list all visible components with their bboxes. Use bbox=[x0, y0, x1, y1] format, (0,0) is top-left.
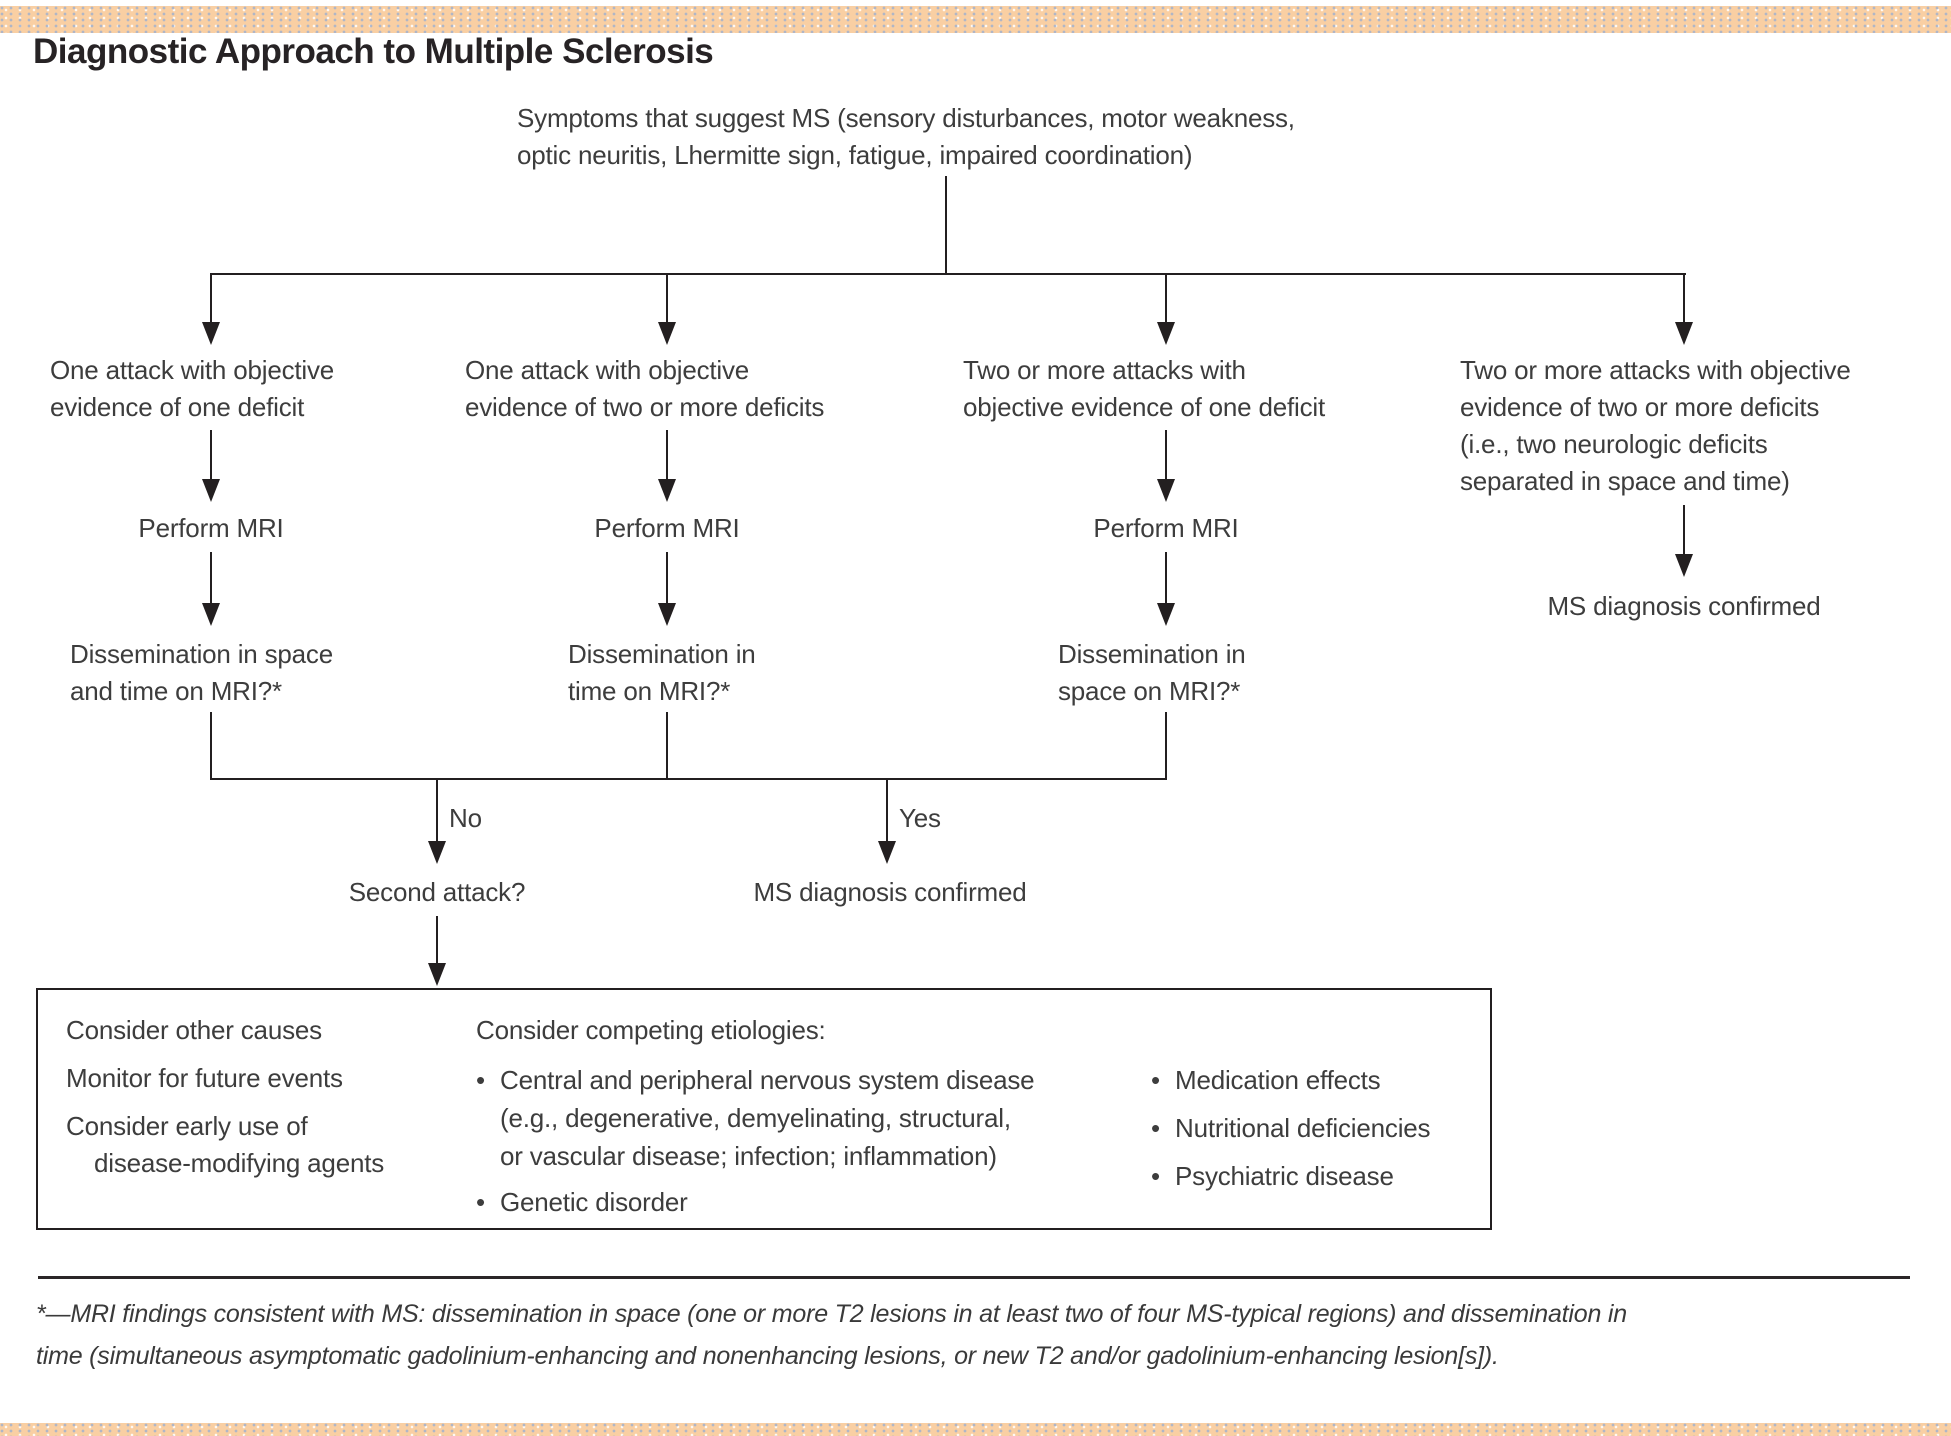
flow-root-node: Symptoms that suggest MS (sensory distur… bbox=[517, 100, 1295, 174]
followup-box bbox=[36, 988, 1492, 1230]
no-branch-label: No bbox=[449, 803, 482, 833]
branch1-line2: evidence of one deficit bbox=[50, 392, 305, 422]
connector-yes-stem bbox=[886, 780, 888, 842]
box-col1-item2: Monitor for future events bbox=[66, 1063, 343, 1093]
ms-confirmed-node-center: MS diagnosis confirmed bbox=[753, 877, 1027, 907]
connector-branch2-stem bbox=[666, 273, 668, 323]
connector-b4-outcome bbox=[1683, 505, 1685, 555]
arrow-down-icon bbox=[1157, 322, 1175, 345]
box-col2-heading: Consider competing etiologies: bbox=[476, 1015, 826, 1045]
connector-convergence-line bbox=[210, 778, 1167, 780]
arrow-down-icon bbox=[1157, 479, 1175, 502]
box-col3-bullet3: Psychiatric disease bbox=[1175, 1161, 1394, 1191]
q3-line1: Dissemination in bbox=[1058, 639, 1246, 669]
connector-b2-mri bbox=[666, 430, 668, 480]
connector-root-stem bbox=[945, 176, 947, 273]
q2-line2: time on MRI?* bbox=[568, 676, 731, 706]
connector-q1-conv bbox=[210, 712, 212, 778]
connector-distribution-line bbox=[210, 273, 1686, 275]
branch1-line1: One attack with objective bbox=[50, 355, 335, 385]
root-line-1: Symptoms that suggest MS (sensory distur… bbox=[517, 103, 1295, 133]
bullet-icon: • bbox=[1151, 1113, 1161, 1143]
branch4-line2: evidence of two or more deficits bbox=[1460, 392, 1820, 422]
branch3-line2: objective evidence of one deficit bbox=[963, 392, 1325, 422]
bottom-accent-bar bbox=[0, 1423, 1951, 1436]
connector-b3-mri bbox=[1165, 430, 1167, 480]
connector-mri1-q bbox=[210, 552, 212, 604]
arrow-down-icon bbox=[658, 603, 676, 626]
box-col2-bullet1-line1: Central and peripheral nervous system di… bbox=[500, 1065, 1035, 1095]
box-col3-bullet2: Nutritional deficiencies bbox=[1175, 1113, 1431, 1143]
arrow-down-icon bbox=[202, 603, 220, 626]
perform-mri-node-1: Perform MRI bbox=[138, 513, 284, 543]
connector-no-stem bbox=[436, 780, 438, 842]
branch2-line1: One attack with objective bbox=[465, 355, 750, 385]
bullet-icon: • bbox=[1151, 1065, 1161, 1095]
box-col2-bullet1-line3: or vascular disease; infection; inflamma… bbox=[500, 1141, 997, 1171]
ms-confirmed-node-right: MS diagnosis confirmed bbox=[1547, 591, 1821, 621]
connector-secondattack-box bbox=[436, 916, 438, 964]
box-col1-item1: Consider other causes bbox=[66, 1015, 322, 1045]
box-col2-bullet2: Genetic disorder bbox=[500, 1187, 688, 1217]
q2-line1: Dissemination in bbox=[568, 639, 756, 669]
branch4-node: Two or more attacks with objective evide… bbox=[1460, 352, 1851, 500]
box-col2-bullet1-line2: (e.g., degenerative, demyelinating, stru… bbox=[500, 1103, 1011, 1133]
footnote-line2: time (simultaneous asymptomatic gadolini… bbox=[36, 1342, 1499, 1370]
arrow-down-icon bbox=[658, 322, 676, 345]
branch2-node: One attack with objective evidence of tw… bbox=[465, 352, 824, 426]
box-col1-item3-line1: Consider early use of bbox=[66, 1111, 308, 1141]
connector-q3-conv bbox=[1165, 712, 1167, 778]
root-line-2: optic neuritis, Lhermitte sign, fatigue,… bbox=[517, 140, 1193, 170]
arrow-down-icon bbox=[202, 479, 220, 502]
branch4-line4: separated in space and time) bbox=[1460, 466, 1790, 496]
connector-branch4-stem bbox=[1683, 273, 1685, 323]
q1-line2: and time on MRI?* bbox=[70, 676, 282, 706]
branch2-line2: evidence of two or more deficits bbox=[465, 392, 825, 422]
branch3-node: Two or more attacks with objective evide… bbox=[963, 352, 1325, 426]
connector-mri2-q bbox=[666, 552, 668, 604]
arrow-down-icon bbox=[1675, 322, 1693, 345]
branch4-line1: Two or more attacks with objective bbox=[1460, 355, 1851, 385]
box-col1-item3-line2: disease-modifying agents bbox=[94, 1148, 385, 1178]
arrow-down-icon bbox=[1157, 603, 1175, 626]
question-node-3: Dissemination in space on MRI?* bbox=[1058, 636, 1246, 710]
footnote-divider bbox=[38, 1276, 1910, 1279]
connector-branch3-stem bbox=[1165, 273, 1167, 323]
question-node-1: Dissemination in space and time on MRI?* bbox=[70, 636, 333, 710]
arrow-down-icon bbox=[878, 841, 896, 864]
arrow-down-icon bbox=[428, 841, 446, 864]
question-node-2: Dissemination in time on MRI?* bbox=[568, 636, 756, 710]
connector-branch1-stem bbox=[210, 273, 212, 323]
top-accent-bar bbox=[0, 6, 1951, 33]
perform-mri-node-3: Perform MRI bbox=[1093, 513, 1239, 543]
bullet-icon: • bbox=[1151, 1161, 1161, 1191]
branch1-node: One attack with objective evidence of on… bbox=[50, 352, 334, 426]
q3-line2: space on MRI?* bbox=[1058, 676, 1241, 706]
bullet-icon: • bbox=[476, 1065, 486, 1095]
perform-mri-node-2: Perform MRI bbox=[594, 513, 740, 543]
bullet-icon: • bbox=[476, 1187, 486, 1217]
box-col3-bullet1: Medication effects bbox=[1175, 1065, 1381, 1095]
arrow-down-icon bbox=[428, 963, 446, 986]
connector-b1-mri bbox=[210, 430, 212, 480]
branch4-line3: (i.e., two neurologic deficits bbox=[1460, 429, 1768, 459]
second-attack-node: Second attack? bbox=[348, 877, 526, 907]
connector-mri3-q bbox=[1165, 552, 1167, 604]
page-title: Diagnostic Approach to Multiple Sclerosi… bbox=[33, 32, 714, 71]
arrow-down-icon bbox=[658, 479, 676, 502]
connector-q2-conv bbox=[666, 712, 668, 778]
footnote-line1: *—MRI findings consistent with MS: disse… bbox=[36, 1300, 1627, 1328]
arrow-down-icon bbox=[1675, 554, 1693, 577]
yes-branch-label: Yes bbox=[899, 803, 941, 833]
arrow-down-icon bbox=[202, 322, 220, 345]
q1-line1: Dissemination in space bbox=[70, 639, 333, 669]
branch3-line1: Two or more attacks with bbox=[963, 355, 1246, 385]
